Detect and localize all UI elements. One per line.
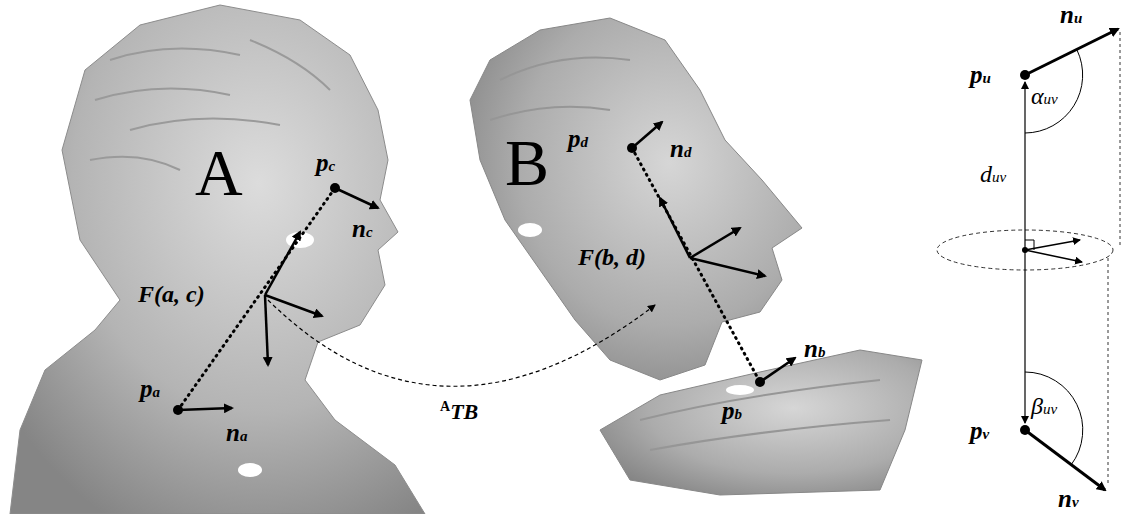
projection-line bbox=[1108, 258, 1109, 484]
feature-label: F(b, d) bbox=[578, 245, 646, 269]
scan-hole bbox=[50, 104, 70, 116]
angle-arc bbox=[1025, 372, 1083, 465]
rotation-ellipse bbox=[937, 230, 1113, 270]
pair-line bbox=[632, 148, 760, 382]
shoulder-b-scan bbox=[600, 350, 922, 495]
distance-arrow bbox=[1024, 250, 1025, 423]
normal-arrow bbox=[1025, 430, 1105, 490]
normal-arrow bbox=[178, 408, 232, 410]
distance-arrow bbox=[1024, 82, 1025, 250]
point-label: pd bbox=[568, 126, 588, 151]
point bbox=[755, 377, 765, 387]
model-name: A bbox=[195, 140, 243, 206]
normal-label: nc bbox=[352, 216, 373, 241]
frame-axis bbox=[690, 228, 740, 258]
hair-texture bbox=[490, 58, 890, 451]
point-label: pu bbox=[970, 62, 991, 87]
normal-label: na bbox=[226, 420, 247, 445]
projection-line bbox=[1120, 32, 1121, 246]
point-label: pc bbox=[316, 150, 335, 175]
angle-label: βuv bbox=[1031, 394, 1057, 418]
frame-axis bbox=[265, 232, 300, 295]
angle-arc bbox=[1025, 50, 1083, 133]
projected-normal bbox=[1025, 240, 1080, 250]
scan-hole bbox=[726, 385, 754, 395]
normal-arrow bbox=[632, 122, 662, 148]
normal-label: nu bbox=[1060, 2, 1082, 27]
normal-arrow bbox=[335, 188, 378, 208]
point bbox=[1020, 70, 1030, 80]
point bbox=[1020, 425, 1030, 435]
transform-arc bbox=[268, 300, 655, 386]
frame-axis bbox=[690, 258, 765, 276]
normal-label: nd bbox=[670, 136, 691, 161]
scan-hole bbox=[518, 223, 542, 237]
normal-arrow bbox=[760, 358, 795, 382]
scan-hole bbox=[238, 463, 262, 477]
head-a-scan bbox=[10, 5, 425, 514]
frame-axis bbox=[660, 198, 690, 258]
transform-label: ATB bbox=[440, 400, 478, 423]
point-label: pa bbox=[140, 376, 160, 401]
point-label: pb bbox=[722, 398, 742, 423]
projected-normal bbox=[1025, 250, 1082, 262]
normal-label: nb bbox=[804, 336, 825, 361]
distance-label: duv bbox=[980, 162, 1006, 186]
point bbox=[1022, 247, 1028, 253]
model-name: B bbox=[505, 130, 549, 196]
point bbox=[627, 143, 637, 153]
normal-label: nv bbox=[1058, 486, 1079, 511]
point bbox=[330, 183, 340, 193]
point-label: pv bbox=[970, 418, 989, 443]
normal-arrow bbox=[1025, 29, 1118, 75]
point bbox=[173, 405, 183, 415]
angle-label: αuv bbox=[1031, 84, 1058, 108]
frame-axis bbox=[265, 295, 268, 365]
feature-label: F(a, c) bbox=[138, 282, 205, 306]
